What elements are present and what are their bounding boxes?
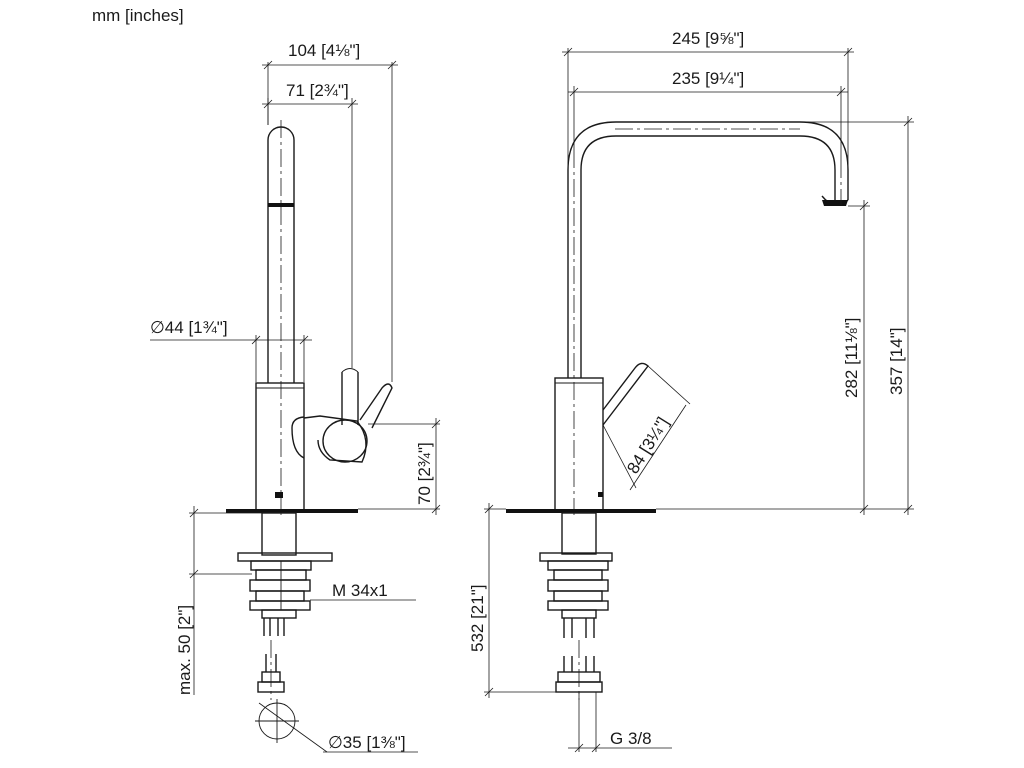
side-view: 104 [4⅛"] 71 [2¾"] ∅44 [1¾"] [150, 41, 441, 753]
side-lever-handle [291, 368, 393, 463]
dim-overall-reach: 245 [9⅝"] [562, 29, 854, 165]
dim-spout-clearance-label: 282 [11⅛"] [842, 318, 861, 398]
front-spout [567, 121, 849, 515]
dim-max-counter-thickness: max. 50 [2"] [175, 506, 262, 695]
dim-hose-length: 532 [21"] [468, 503, 556, 698]
dim-overall-depth-label: 104 [4⅛"] [288, 41, 360, 60]
dim-overall-height-label: 357 [14"] [887, 328, 906, 395]
dim-handle-length: 84 [3¼"] [602, 365, 691, 491]
dim-hole-diameter: ∅35 [1⅜"] [258, 702, 418, 753]
dim-handle-height: 70 [2¾"] [358, 418, 441, 515]
front-view: 245 [9⅝"] 235 [9¼"] 282 [11⅛"] 357 [ [468, 29, 914, 753]
front-shank [539, 512, 613, 619]
dim-overall-reach-label: 245 [9⅝"] [672, 29, 744, 48]
dim-thread: M 34x1 [310, 581, 416, 601]
dim-thread-label: M 34x1 [332, 581, 388, 600]
side-body [255, 382, 305, 511]
dim-spout-reach-label: 235 [9¼"] [672, 69, 744, 88]
side-countertop [226, 509, 358, 513]
dim-overall-height: 357 [14"] [656, 116, 914, 515]
front-countertop [506, 509, 656, 513]
dim-hose-length-label: 532 [21"] [468, 585, 487, 652]
dim-handle-offset-label: 71 [2¾"] [286, 81, 349, 100]
front-lever [602, 362, 649, 426]
units-label: mm [inches] [92, 6, 184, 25]
side-shank [237, 512, 333, 619]
front-body [554, 377, 604, 511]
dim-hole-diameter-label: ∅35 [1⅜"] [328, 733, 406, 752]
dim-handle-offset: 71 [2¾"] [262, 81, 358, 368]
dim-spout-reach: 235 [9¼"] [568, 69, 848, 160]
dim-connection: G 3/8 [568, 692, 672, 753]
dim-handle-length-label: 84 [3¼"] [623, 414, 672, 477]
dim-body-diameter-label: ∅44 [1¾"] [150, 318, 228, 337]
side-hole-symbol [255, 699, 299, 743]
front-hoses [555, 618, 603, 700]
dim-connection-label: G 3/8 [610, 729, 652, 748]
dim-handle-height-label: 70 [2¾"] [415, 442, 434, 505]
side-spout [267, 120, 295, 515]
side-hoses [257, 618, 285, 700]
dim-spout-clearance: 282 [11⅛"] [842, 200, 870, 515]
dim-max-counter-thickness-label: max. 50 [2"] [175, 605, 194, 695]
dim-body-diameter: ∅44 [1¾"] [150, 318, 312, 382]
